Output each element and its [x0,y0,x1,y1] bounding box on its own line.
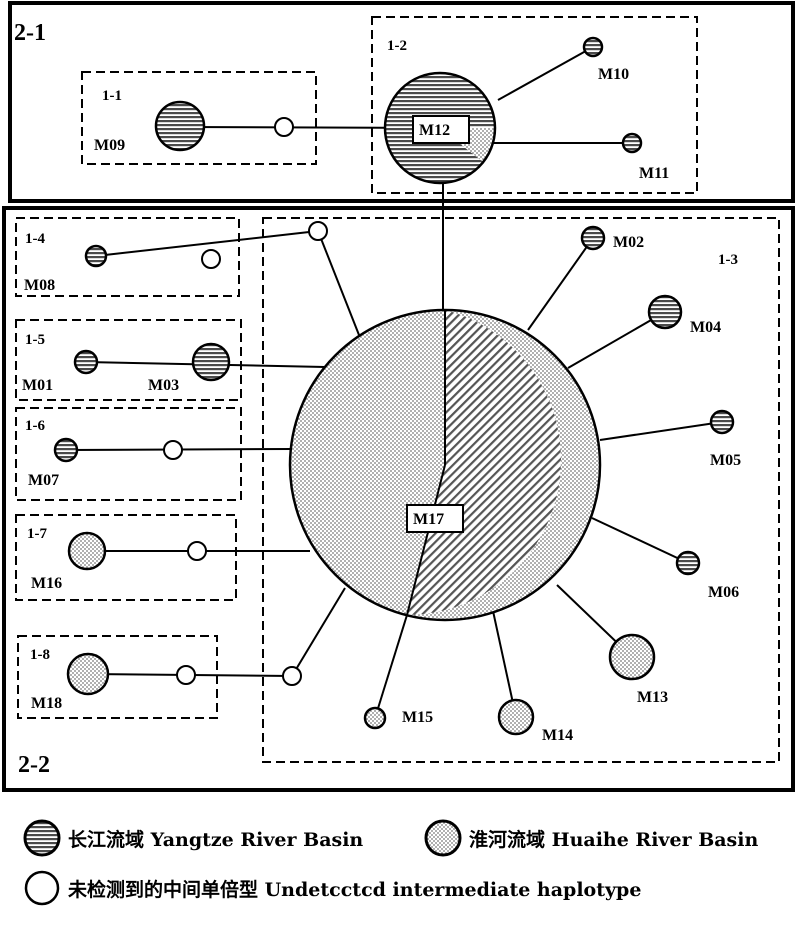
M14-node [497,698,535,736]
M11-node [621,132,643,154]
M16-node [67,531,107,571]
group-1-7-label: 1-7 [27,526,47,542]
group-1-7-box [15,514,237,601]
intermediate-node [282,666,302,686]
intermediate-node [176,665,196,685]
M15-label: M15 [402,709,433,726]
intermediate-node [201,249,221,269]
group-1-2-label: 1-2 [387,38,407,54]
group-1-2-box [371,16,698,194]
intermediate-swatch-icon [24,870,60,906]
haplotype-network: 2-1 2-2 1-1 1-2 1-3 1-4 1-5 1-6 1-7 1-8 … [2,1,795,792]
group-1-4-label: 1-4 [25,231,45,247]
intermediate-node [163,440,183,460]
legend-item-intermediate: 未检测到的中间单倍型 Undetcctcd intermediate haplo… [22,868,641,908]
M04-label: M04 [690,319,721,336]
group-2-2-label: 2-2 [18,752,50,778]
group-1-6-label: 1-6 [25,418,45,434]
M13-node [608,633,656,681]
group-2-1-label: 2-1 [14,20,46,46]
yangtze-swatch-icon [23,819,61,857]
group-2-2-box [2,206,795,792]
intermediate-node [308,221,328,241]
group-1-1-label: 1-1 [102,88,122,104]
M08-node [84,244,108,268]
M06-label: M06 [708,584,739,601]
M17-node [288,308,602,622]
M13-label: M13 [637,689,668,706]
M10-node [582,36,604,58]
group-2-1-box [8,1,795,203]
legend-label-yangtze: 长江流域 Yangtze River Basin [68,828,364,851]
legend-label-intermediate: 未检测到的中间单倍型 Undetcctcd intermediate haplo… [68,878,642,901]
legend-label-huaihe: 淮河流域 Huaihe River Basin [469,828,759,851]
M09-label: M09 [94,137,125,154]
M01-label: M01 [22,377,53,394]
M03-node [191,342,231,382]
group-1-6-box [15,407,242,501]
M02-node [580,225,606,251]
legend-item-huaihe: 淮河流域 Huaihe River Basin [423,818,758,858]
group-1-8-box [17,635,218,719]
group-1-5-label: 1-5 [25,332,45,348]
legend: 长江流域 Yangtze River Basin 淮河流域 Huaihe Riv… [0,818,800,858]
M06-node [675,550,701,576]
group-1-3-label: 1-3 [718,252,738,268]
M07-node [53,437,79,463]
group-1-5-box [15,319,242,401]
M02-label: M02 [613,234,644,251]
M08-label: M08 [24,277,55,294]
M05-label: M05 [710,452,741,469]
M18-label: M18 [31,695,62,712]
legend-row-2: 未检测到的中间单倍型 Undetcctcd intermediate haplo… [0,868,800,908]
group-1-4-box [15,217,240,297]
M12-label-box [412,115,470,144]
M04-node [647,294,683,330]
M09-node [154,100,206,152]
intermediate-node [274,117,294,137]
huaihe-swatch-icon [424,819,462,857]
M07-label: M07 [28,472,59,489]
M10-label: M10 [598,66,629,83]
M17-label: M17 [413,511,444,528]
group-1-3-box [262,217,780,763]
M17-label-box [406,504,464,533]
M12-label: M12 [419,122,450,139]
group-1-1-box [81,71,317,165]
M03-label: M03 [148,377,179,394]
intermediate-node [187,541,207,561]
M01-node [73,349,99,375]
legend-item-yangtze: 长江流域 Yangtze River Basin [22,818,363,858]
M16-label: M16 [31,575,62,592]
M18-node [66,652,110,696]
M14-label: M14 [542,727,573,744]
M05-node [709,409,735,435]
M11-label: M11 [639,165,669,182]
M15-node [363,706,387,730]
group-1-8-label: 1-8 [30,647,50,663]
